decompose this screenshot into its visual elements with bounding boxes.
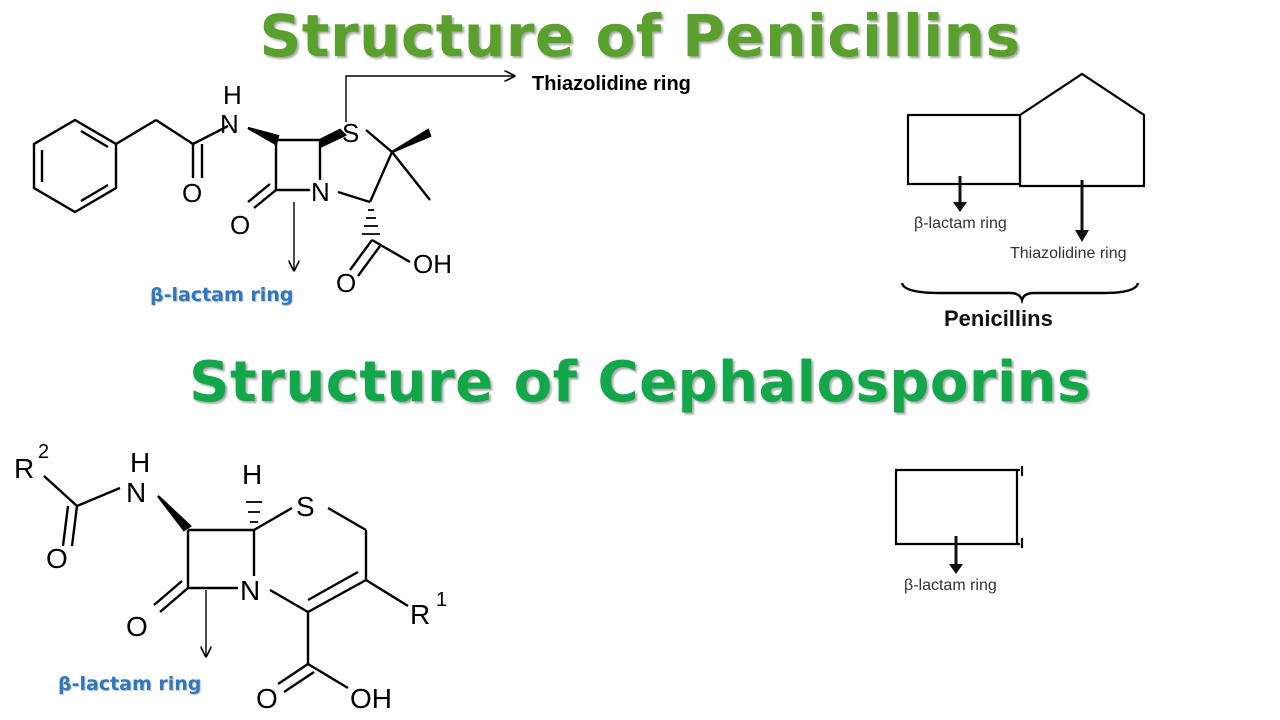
atom-r1-superscript: 1 (436, 589, 447, 611)
penicillins-caption: Penicillins (944, 306, 1053, 331)
atom-n: N (220, 109, 239, 139)
atom-oh: OH (413, 249, 452, 279)
schematic-beta-lactam-label: β-lactam ring (914, 215, 1007, 232)
atom-n-ring: N (240, 575, 260, 606)
atom-o-amide: O (46, 543, 68, 574)
atom-o-acid: O (336, 268, 356, 298)
atom-r2: R (14, 453, 34, 484)
penicillin-pointers (294, 76, 514, 270)
atom-h-amide: H (130, 447, 150, 478)
cephalosporins-title: Structure of Cephalosporins (189, 350, 1091, 415)
atom-o-lactam: O (230, 210, 250, 240)
atom-h: H (223, 80, 242, 110)
atom-r1: R (410, 599, 430, 630)
ceph-schematic-beta-lactam-label: β-lactam ring (904, 577, 997, 594)
schematic-arrows (953, 176, 1089, 242)
penicillins-title: Structure of Penicillins (259, 2, 1021, 70)
penicillin-beta-lactam-label: β-lactam ring (150, 284, 294, 306)
penicillin-schematic (906, 72, 1146, 188)
cephalosporin-atom-labels: R 2 H N H S O N O R 1 O OH (14, 441, 447, 714)
atom-o-amide: O (182, 178, 202, 208)
penicillins-brace (900, 282, 1140, 305)
atom-h-ring: H (242, 459, 262, 490)
atom-o-lactam: O (126, 611, 148, 642)
penicillin-molecule (32, 118, 432, 277)
atom-n-ring: N (311, 177, 330, 207)
cephalosporin-molecule (43, 475, 409, 693)
schematic-thiazolidine-label: Thiazolidine ring (1010, 245, 1127, 262)
penicillin-atom-labels: H N S N O O OH O (182, 80, 452, 298)
atom-r2-superscript: 2 (38, 441, 49, 463)
cephalosporin-schematic-arrow (949, 536, 963, 574)
atom-s: S (296, 491, 315, 522)
cephalosporin-beta-lactam-label: β-lactam ring (58, 673, 202, 695)
atom-n-amide: N (126, 477, 146, 508)
thiazolidine-ring-label: Thiazolidine ring (532, 73, 691, 95)
atom-o-acid: O (256, 683, 278, 714)
atom-s: S (342, 118, 359, 148)
atom-oh: OH (350, 683, 392, 714)
cephalosporin-schematic (894, 466, 1024, 548)
